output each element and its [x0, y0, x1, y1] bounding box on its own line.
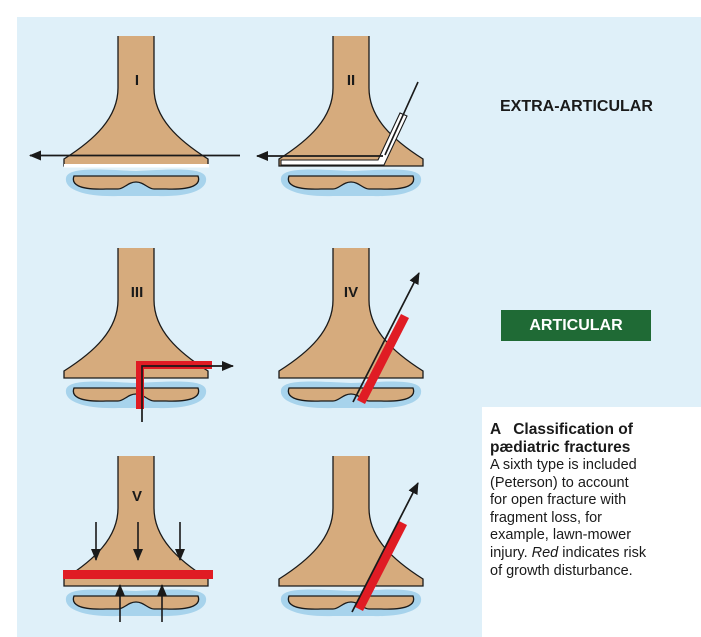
caption-body-line: of growth disturbance. — [490, 563, 701, 581]
caption-title: A Classification of pædiatric fractures — [490, 421, 701, 457]
type-i-fracture-line — [64, 164, 209, 168]
caption-body-emphasis: Red — [532, 545, 559, 561]
caption-body-line: example, lawn-mower — [490, 527, 701, 545]
bone-shape — [64, 36, 208, 196]
caption-body-line: (Peterson) to account — [490, 475, 701, 493]
caption-body-line: A sixth type is included — [490, 457, 701, 475]
type-label-v: V — [132, 488, 142, 505]
extra-articular-label: EXTRA-ARTICULAR — [500, 98, 653, 116]
caption-body-post: indicates risk — [558, 545, 646, 561]
bone-shape — [279, 456, 423, 616]
caption-body-pre: injury. — [490, 545, 532, 561]
caption-body-line: injury. Red indicates risk — [490, 545, 701, 563]
type-label-iv: IV — [344, 284, 358, 301]
figure-caption: A Classification of pædiatric fractures A… — [482, 407, 701, 637]
articular-badge: ARTICULAR — [501, 310, 651, 341]
caption-letter: A — [490, 421, 501, 438]
type-label-i: I — [135, 72, 139, 89]
fracture-type-i — [64, 36, 208, 196]
caption-body-line: fragment loss, for — [490, 510, 701, 528]
caption-body: A sixth type is included (Peterson) to a… — [490, 457, 701, 580]
caption-title-line-2: pædiatric fractures — [490, 439, 701, 457]
fracture-type-v — [64, 456, 208, 616]
type-label-iii: III — [131, 284, 144, 301]
caption-title-line-1: Classification of — [513, 421, 633, 438]
fracture-type-vi — [279, 456, 423, 616]
caption-body-line: for open fracture with — [490, 492, 701, 510]
type-label-ii: II — [347, 72, 355, 89]
bone-shape — [64, 456, 208, 616]
type-v-risk-red — [63, 570, 213, 579]
